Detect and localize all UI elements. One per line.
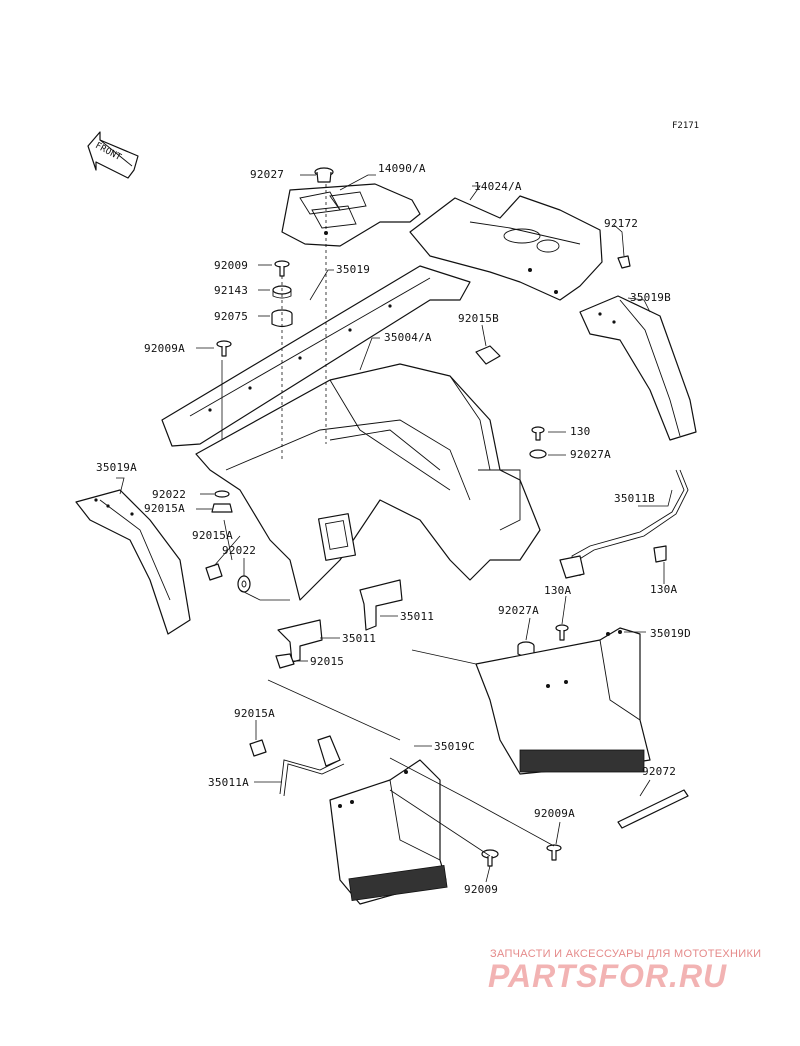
label-35011b: 35011B: [614, 492, 655, 505]
clip-92172: [617, 255, 631, 269]
label-35019a: 35019A: [96, 461, 137, 474]
label-35011a: 35011A: [208, 776, 249, 789]
nut-92015a-b: [205, 563, 223, 581]
grommet-92027: [314, 167, 334, 183]
label-35019c: 35019C: [434, 740, 475, 753]
label-92009a-left: 92009A: [144, 342, 185, 355]
nut-92015b: [475, 345, 501, 365]
bolt-130a-mid: [555, 624, 569, 641]
label-14090a: 14090/A: [378, 162, 426, 175]
label-130: 130: [570, 425, 591, 438]
flap-35019b: [579, 295, 697, 441]
screw-92009: [274, 260, 290, 277]
label-130a-right: 130A: [650, 583, 678, 596]
label-130a-mid: 130A: [544, 584, 572, 597]
bolt-130: [531, 426, 545, 441]
label-92072: 92072: [642, 765, 677, 778]
label-92022-b: 92022: [222, 544, 257, 557]
nut-92015: [275, 653, 295, 669]
label-35019b: 35019B: [630, 291, 671, 304]
washer-92022-a: [214, 490, 230, 498]
mudflap-35019d: [475, 627, 651, 775]
label-92027a-right: 92027A: [570, 448, 611, 461]
label-92022-a: 92022: [152, 488, 187, 501]
label-35004a: 35004/A: [384, 331, 432, 344]
label-92027: 92027: [250, 168, 285, 181]
label-35019: 35019: [336, 263, 371, 276]
leader-lines: [116, 174, 673, 883]
nut-92015a-a: [211, 503, 233, 513]
watermark-brand: PARTSFOR.RU: [488, 958, 728, 994]
label-92015: 92015: [310, 655, 345, 668]
label-92015a-a: 92015A: [144, 502, 185, 515]
label-14024a: 14024/A: [474, 180, 522, 193]
washer-92022-b: [237, 575, 251, 593]
top-cover-14090a: [281, 183, 421, 247]
cover-14024a: [409, 195, 603, 301]
label-35011-right: 35011: [400, 610, 435, 623]
bracket-35011-mid: [277, 619, 323, 663]
mudflap-35019c: [329, 759, 448, 905]
tie-92072: [617, 789, 689, 829]
screw-92009-low: [481, 849, 499, 867]
front-arrow-icon: [87, 131, 139, 179]
bracket-35011-right: [359, 579, 403, 631]
label-92015a-b: 92015A: [192, 529, 233, 542]
label-35019d: 35019D: [650, 627, 691, 640]
watermark-tagline: ЗАПЧАСТИ И АКСЕССУАРЫ ДЛЯ МОТОТЕХНИКИ: [490, 948, 762, 960]
label-92075: 92075: [214, 310, 249, 323]
label-35011-mid: 35011: [342, 632, 377, 645]
label-92172: 92172: [604, 217, 639, 230]
stay-35011a: [279, 735, 345, 797]
label-92009-low: 92009: [464, 883, 499, 896]
screw-92009a-left: [216, 340, 232, 357]
label-92015b: 92015B: [458, 312, 499, 325]
flap-35019: [161, 265, 471, 447]
label-92143: 92143: [214, 284, 249, 297]
stay-35011b: [559, 469, 689, 579]
flap-35019a: [75, 489, 191, 635]
figure-code: F2171: [672, 121, 700, 131]
nut-92015a-lower: [249, 739, 267, 757]
grommet-92027a-right: [529, 449, 547, 459]
label-92009a-low: 92009A: [534, 807, 575, 820]
label-92027a-mid: 92027A: [498, 604, 539, 617]
screw-92009a-low: [546, 844, 562, 861]
label-92015a-low: 92015A: [234, 707, 275, 720]
label-92009-left: 92009: [214, 259, 249, 272]
